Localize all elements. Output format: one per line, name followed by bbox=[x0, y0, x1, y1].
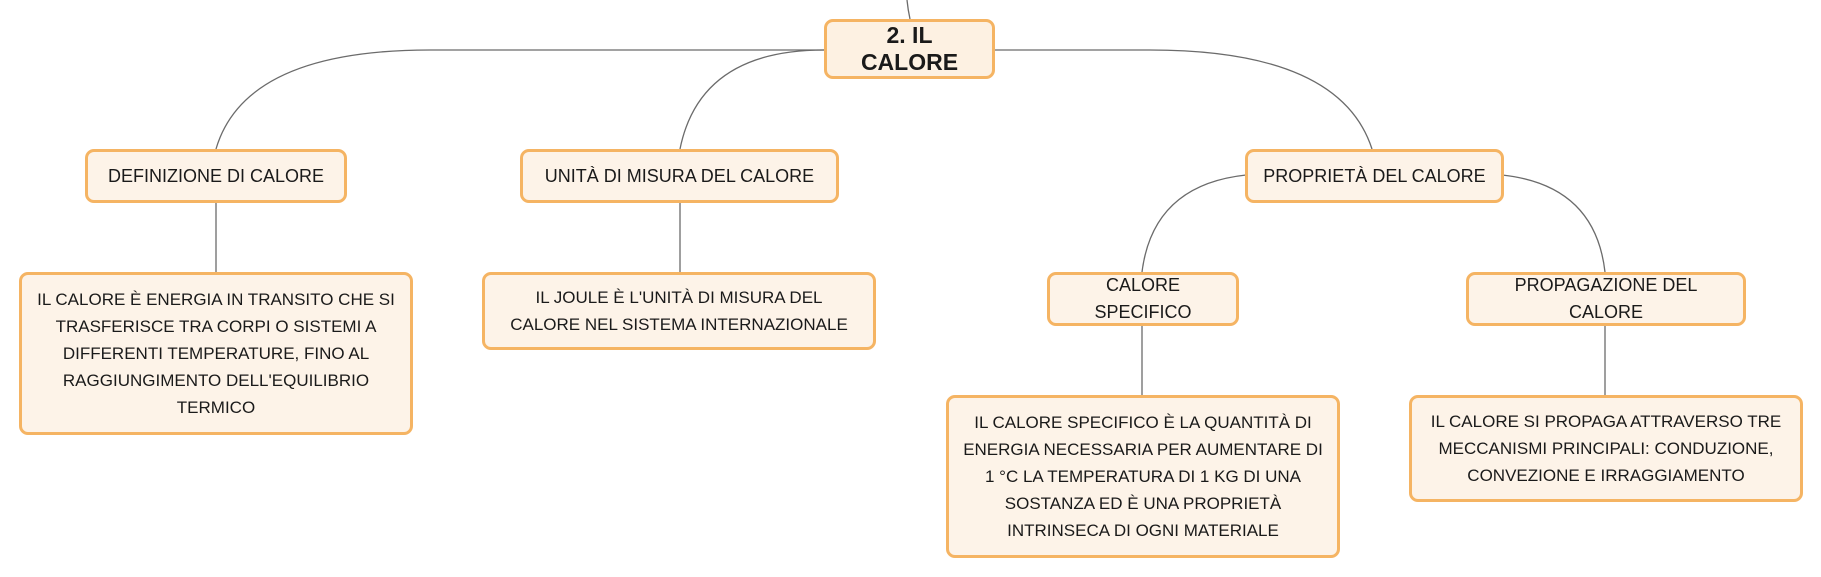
node-unita-di-misura[interactable]: UNITÀ DI MISURA DEL CALORE bbox=[520, 149, 839, 203]
node-proprieta-del-calore[interactable]: PROPRIETÀ DEL CALORE bbox=[1245, 149, 1504, 203]
detail-definizione-di-calore[interactable]: IL CALORE È ENERGIA IN TRANSITO CHE SI T… bbox=[19, 272, 413, 435]
detail-calore-specifico[interactable]: IL CALORE SPECIFICO È LA QUANTITÀ DI ENE… bbox=[946, 395, 1340, 558]
node-calore-specifico[interactable]: CALORE SPECIFICO bbox=[1047, 272, 1239, 326]
connector-incoming bbox=[906, 0, 911, 20]
connector-proprieta-to-specifico bbox=[1141, 174, 1247, 273]
node-definizione-di-calore[interactable]: DEFINIZIONE DI CALORE bbox=[85, 149, 347, 203]
connector-root-to-unita bbox=[679, 49, 825, 150]
connector-root-to-definizione bbox=[215, 49, 824, 150]
root-node[interactable]: 2. IL CALORE bbox=[824, 19, 995, 79]
detail-propagazione-del-calore[interactable]: IL CALORE SI PROPAGA ATTRAVERSO TRE MECC… bbox=[1409, 395, 1803, 502]
connector-proprieta-to-propagazione bbox=[1501, 174, 1606, 273]
detail-unita-di-misura[interactable]: IL JOULE È L'UNITÀ DI MISURA DEL CALORE … bbox=[482, 272, 876, 350]
node-propagazione-del-calore[interactable]: PROPAGAZIONE DEL CALORE bbox=[1466, 272, 1746, 326]
connector-root-to-proprieta bbox=[995, 49, 1373, 150]
